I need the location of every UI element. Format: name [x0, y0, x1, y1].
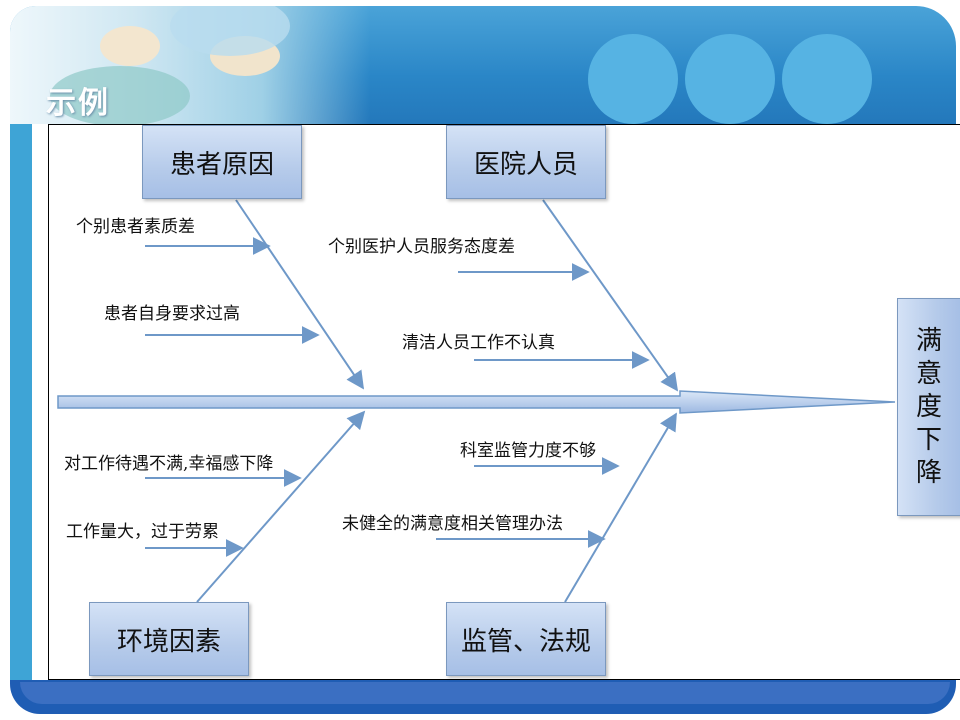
category-box-staff: 医院人员	[446, 125, 606, 199]
decor-circle	[588, 34, 678, 124]
category-box-environment: 环境因素	[89, 602, 249, 676]
cause-label: 清洁人员工作不认真	[402, 333, 555, 353]
category-label: 环境因素	[116, 626, 221, 657]
cause-label: 对工作待遇不满,幸福感下降	[64, 454, 274, 474]
category-label: 医院人员	[473, 149, 578, 180]
effect-char: 下	[915, 424, 942, 455]
effect-char: 意	[915, 358, 942, 389]
category-label: 患者原因	[169, 149, 274, 180]
left-accent-strip	[10, 124, 32, 680]
header-band	[10, 6, 956, 124]
category-label: 监管、法规	[460, 626, 591, 657]
effect-char: 度	[915, 391, 942, 422]
effect-char: 满	[915, 325, 942, 356]
category-box-supervision: 监管、法规	[446, 602, 606, 676]
bone-supervision	[564, 412, 677, 603]
main-spine-arrow	[57, 390, 896, 414]
bone-staff	[542, 199, 679, 392]
cause-label: 科室监管力度不够	[460, 441, 596, 461]
footer-band-inner	[20, 682, 950, 704]
cause-label: 个别医护人员服务态度差	[328, 237, 515, 257]
bone-patient	[235, 199, 365, 390]
slide-title: 示例	[46, 86, 110, 121]
effect-box: 满 意 度 下 降	[897, 298, 960, 516]
cause-label: 工作量大，过于劳累	[66, 522, 219, 542]
effect-char: 降	[915, 457, 942, 488]
cause-label: 未健全的满意度相关管理办法	[342, 514, 563, 534]
category-box-patient: 患者原因	[142, 125, 302, 199]
cause-label: 个别患者素质差	[76, 217, 195, 237]
bone-environment	[196, 410, 366, 603]
decor-circle	[782, 34, 872, 124]
decor-circle	[685, 34, 775, 124]
header-surgery-photo	[10, 6, 370, 124]
cause-label: 患者自身要求过高	[104, 304, 240, 324]
